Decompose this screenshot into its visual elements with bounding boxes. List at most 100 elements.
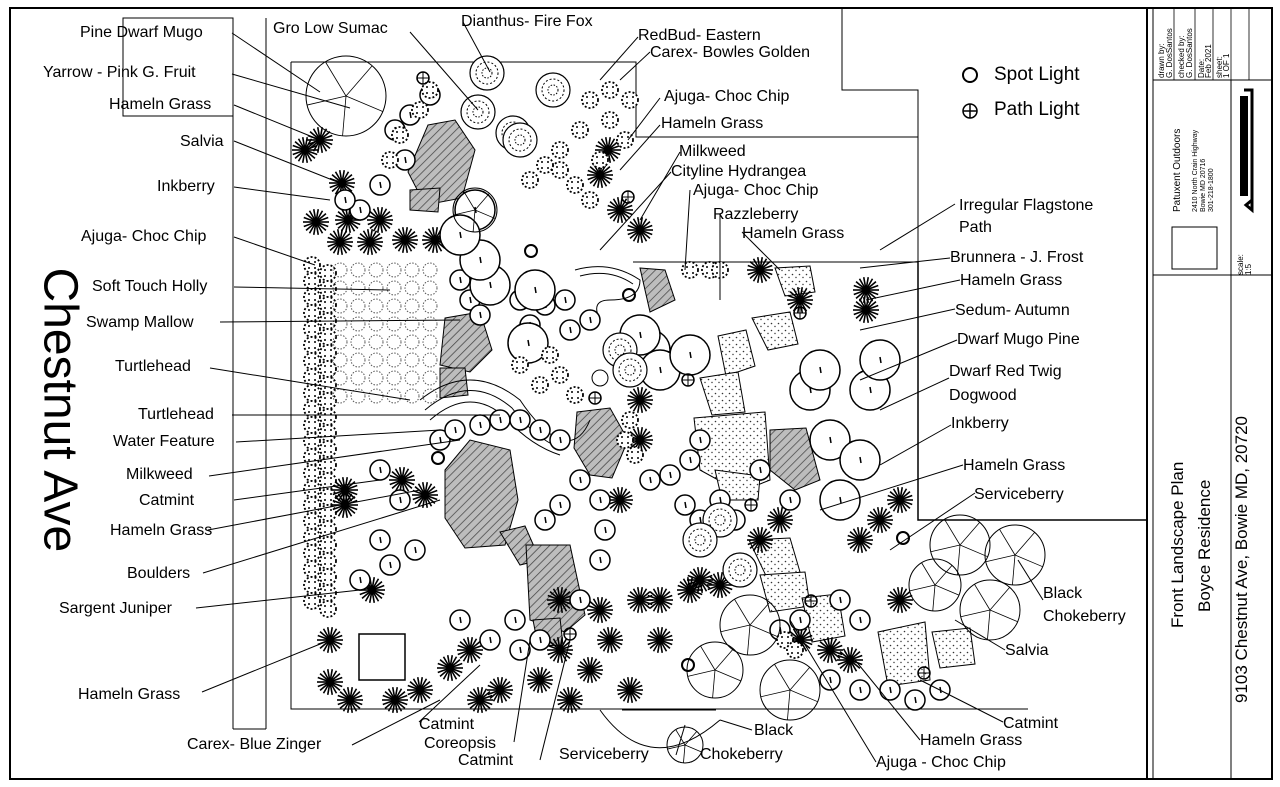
shrub-symbol <box>394 149 416 171</box>
grass-symbol <box>317 627 343 653</box>
shrub-symbol <box>469 304 491 326</box>
label-hameln-grass-2: Hameln Grass <box>661 115 764 132</box>
label-carex-bowles: Carex- Bowles Golden <box>650 44 811 61</box>
path-light-icon <box>681 373 695 387</box>
groundcover-symbol <box>303 336 321 354</box>
grass-symbol <box>303 209 329 235</box>
groundcover-symbol <box>581 191 599 209</box>
groundcover-symbol <box>541 346 559 364</box>
shrub-symbol <box>859 339 901 381</box>
grass-symbol <box>337 687 363 713</box>
shrub-symbol <box>879 679 901 701</box>
label-turtlehead-1: Turtlehead <box>115 358 191 375</box>
shrub-symbol <box>819 669 841 691</box>
shrub-symbol <box>444 419 466 441</box>
groundcover-symbol <box>303 304 321 322</box>
label-redbud: RedBud- Eastern <box>638 27 761 44</box>
shrub-symbol <box>439 214 481 256</box>
grass-symbol <box>627 217 653 243</box>
shrub-symbol <box>509 409 531 431</box>
grass-symbol <box>292 137 318 163</box>
label-razzleberry: Razzleberry <box>713 206 799 223</box>
groundcover-symbol <box>303 368 321 386</box>
groundcover-symbol <box>303 512 321 530</box>
company-logo-box <box>1171 226 1218 270</box>
label-catmint-3: Catmint <box>1003 715 1059 732</box>
groundcover-symbol <box>319 376 337 394</box>
tb-phone: 301-218-1800 <box>1208 168 1215 212</box>
shrub-symbol <box>829 589 851 611</box>
grass-symbol <box>887 487 913 513</box>
label-hameln-grass-3: Hameln Grass <box>742 225 845 242</box>
label-path: Path <box>959 219 992 236</box>
shrub-symbol <box>489 409 511 431</box>
path-light-icon <box>917 666 931 680</box>
shrub-symbol <box>449 609 471 631</box>
shrub-symbol <box>589 549 611 571</box>
grass-symbol <box>547 637 573 663</box>
shrub-symbol <box>579 309 601 331</box>
grass-symbol <box>577 657 603 683</box>
label-serviceberry-1: Serviceberry <box>974 486 1064 503</box>
grass-symbol <box>627 587 653 613</box>
grass-symbol <box>557 687 583 713</box>
grass-symbol <box>607 197 633 223</box>
shrub-symbol <box>849 609 871 631</box>
path-light-icon <box>563 627 577 641</box>
groundcover-symbol <box>681 261 699 279</box>
label-dianthus: Dianthus- Fire Fox <box>461 13 593 30</box>
groundcover-symbol <box>531 376 549 394</box>
label-ajuga-2: Ajuga- Choc Chip <box>693 182 819 199</box>
house-footprint <box>290 62 1028 710</box>
shrub-symbol <box>369 174 391 196</box>
grass-symbol <box>747 257 773 283</box>
spot-light-icon <box>622 288 636 302</box>
shrub-symbol <box>849 679 871 701</box>
grass-symbol <box>407 677 433 703</box>
grass-symbol <box>647 587 673 613</box>
groundcover-symbol <box>521 171 539 189</box>
shrub-symbol <box>809 419 851 461</box>
grass-symbol <box>767 507 793 533</box>
groundcover-symbol <box>536 156 554 174</box>
grass-symbol <box>382 687 408 713</box>
leader-lines <box>195 21 1044 763</box>
shrub-symbol <box>369 459 391 481</box>
spot-light-icon <box>524 244 538 258</box>
groundcover-symbol <box>776 631 794 649</box>
grass-symbol <box>317 669 343 695</box>
path-light-icon <box>793 306 807 320</box>
groundcover-symbol <box>303 576 321 594</box>
label-inkberry-2: Inkberry <box>951 415 1009 432</box>
label-hameln-grass-5: Hameln Grass <box>963 457 1066 474</box>
label-black-chokeberry-1b: Chokeberry <box>1043 608 1126 625</box>
grass-symbol <box>457 637 483 663</box>
tree-symbol <box>719 594 781 656</box>
groundcover-symbol <box>303 592 321 610</box>
label-hameln-grass-6: Hameln Grass <box>110 522 213 539</box>
tb-client: Boyce Residence <box>1195 479 1214 612</box>
path-light-icon <box>744 498 758 512</box>
grass-symbol <box>357 229 383 255</box>
label-water-feature: Water Feature <box>113 433 215 450</box>
grass-symbol <box>597 627 623 653</box>
path-light-icon <box>621 190 635 204</box>
groundcover-symbol <box>303 352 321 370</box>
spot-light-icon <box>962 67 978 83</box>
groundcover-symbol <box>319 552 337 570</box>
groundcover-symbol <box>411 101 429 119</box>
grass-symbol <box>817 637 843 663</box>
shrub-symbol <box>404 539 426 561</box>
label-gro-low-sumac: Gro Low Sumac <box>273 20 388 37</box>
tb-plan-title: Front Landscape Plan <box>1168 461 1187 628</box>
shrub-symbol <box>569 469 591 491</box>
groundcover-symbol <box>319 600 337 618</box>
label-ajuga-3: Ajuga- Choc Chip <box>81 228 207 245</box>
groundcover-symbol <box>319 392 337 410</box>
grass-symbol <box>327 229 353 255</box>
shrub-symbol <box>509 639 531 661</box>
tree-symbol <box>452 187 498 233</box>
shrub-symbol <box>529 629 551 651</box>
grass-symbol <box>837 647 863 673</box>
groundcover-symbol <box>511 356 529 374</box>
